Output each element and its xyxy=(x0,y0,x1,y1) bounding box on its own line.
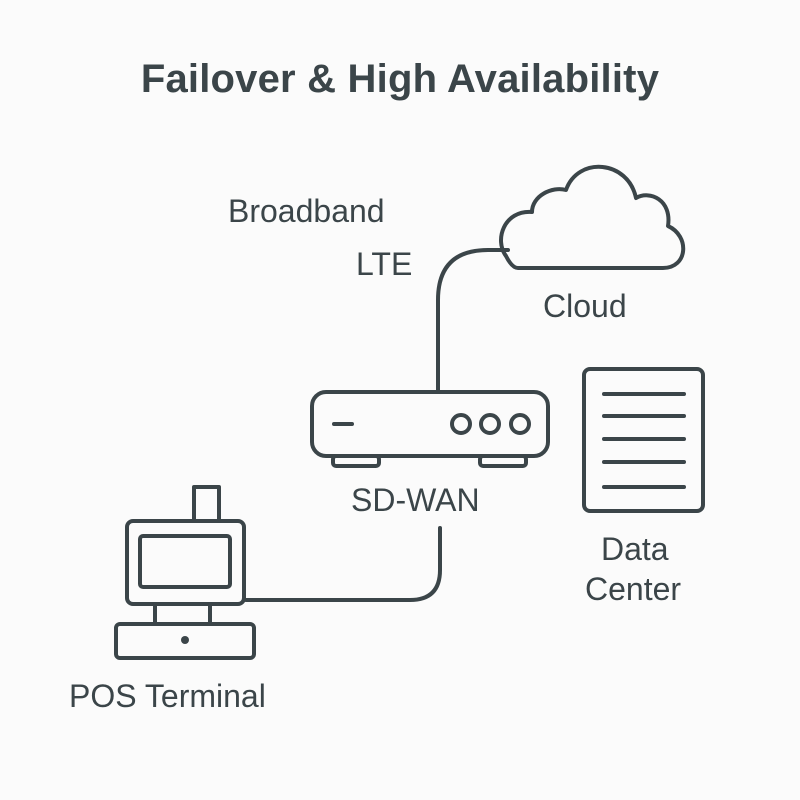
router-icon xyxy=(310,390,550,468)
sdwan-label: SD-WAN xyxy=(351,482,480,518)
router-cloud-link xyxy=(436,248,510,394)
broadband-label: Broadband xyxy=(228,193,385,229)
lte-label: LTE xyxy=(356,246,413,282)
diagram-title: Failover & High Availability xyxy=(140,57,660,101)
data-center-label-line1: Data xyxy=(601,531,669,567)
pos-terminal-icon xyxy=(114,485,256,660)
pos-terminal-label: POS Terminal xyxy=(69,678,266,714)
router-pos-link xyxy=(244,526,442,602)
cloud-icon xyxy=(499,165,686,270)
data-center-label-line2: Center xyxy=(585,571,682,607)
cloud-label: Cloud xyxy=(543,288,627,324)
server-rack-icon xyxy=(582,367,705,513)
